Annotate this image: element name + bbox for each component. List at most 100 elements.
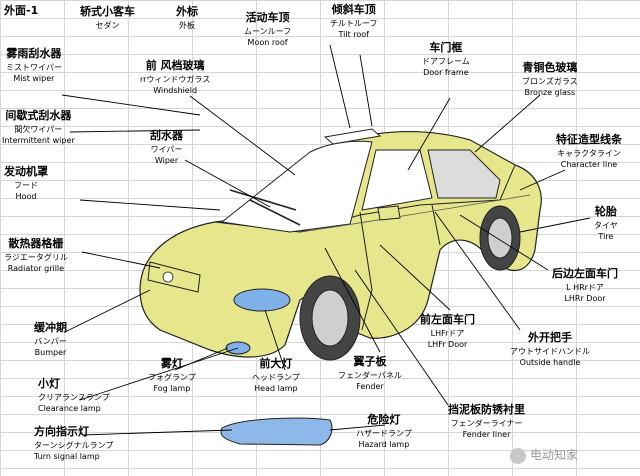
label-hood-ja: フード xyxy=(14,180,38,190)
windshield-glass xyxy=(220,140,373,233)
label-hazard: 危险灯 ハザードランプ Hazard lamp xyxy=(356,413,412,449)
label-tire-en: Tire xyxy=(598,231,614,241)
front-side-window xyxy=(361,149,433,211)
leader-lines xyxy=(61,44,591,436)
label-exterior-ja: 外板 xyxy=(179,20,195,30)
label-bronze-en: Bronze glass xyxy=(524,87,576,97)
label-fender-ja: フェンダーパネル xyxy=(338,370,402,380)
label-intwiper-ja: 間欠ワイパー xyxy=(14,124,63,134)
moon-roof xyxy=(323,128,382,145)
label-tire-zh: 轮胎 xyxy=(594,205,617,218)
label-bumper-zh: 缓冲期 xyxy=(34,321,67,334)
label-frdoor-en: LHFr Door xyxy=(427,339,468,349)
label-tiltroof-ja: チルトルーフ xyxy=(330,18,378,28)
label-doorframe-zh: 车门框 xyxy=(429,41,463,54)
label-fender-en: Fender xyxy=(356,381,384,391)
label-tire-ja: タイヤ xyxy=(594,220,618,230)
label-wiper-ja: ワイパー xyxy=(150,144,183,154)
label-frdoor-zh: 前左面车门 xyxy=(420,313,475,326)
label-bumper-en: Bumper xyxy=(34,347,67,357)
label-bronze: 青铜色玻璃 ブロンズガラス Bronze glass xyxy=(522,61,578,97)
label-fender: 翼子板 フェンダーパネル Fender xyxy=(338,355,402,391)
label-clearance-ja: クリアランスランプ xyxy=(38,392,110,402)
label-bumper-ja: バンパー xyxy=(34,336,67,346)
label-windshield: 前 风档玻璃 rrウィンドウガラス Windshield xyxy=(140,59,211,95)
label-turnsignal: 方向指示灯 ターンシグナルランプ Turn signal lamp xyxy=(34,425,113,461)
label-grille-ja: ラジエータグリル xyxy=(4,252,68,262)
label-doorframe-ja: ドアフレーム xyxy=(422,56,470,66)
label-bumper: 缓冲期 バンパー Bumper xyxy=(34,321,67,357)
label-mistwiper: 雾雨刮水器 ミストワイパー Mist wiper xyxy=(6,47,62,83)
watermark-text: 电动知家 xyxy=(530,448,579,462)
label-frdoor-ja: LHFrドア xyxy=(430,328,465,338)
label-hood-zh: 发动机罩 xyxy=(4,165,48,178)
label-charline-ja: キャラクタライン xyxy=(557,148,621,158)
label-handle: 外开把手 アウトサイドハンドル Outside handle xyxy=(510,331,590,367)
label-rrdoor-ja: L HRrドア xyxy=(566,282,604,292)
label-mistwiper-en: Mist wiper xyxy=(13,73,55,83)
label-mistwiper-zh: 雾雨刮水器 xyxy=(6,47,62,60)
label-hazard-ja: ハザードランプ xyxy=(356,428,412,438)
label-tiltroof-en: Tilt roof xyxy=(338,29,369,39)
label-exterior-zh: 外标 xyxy=(176,5,198,18)
page-title: 外面-1 xyxy=(4,4,39,17)
label-turnsignal-zh: 方向指示灯 xyxy=(34,425,89,438)
grille-shape xyxy=(147,261,201,293)
label-hazard-zh: 危险灯 xyxy=(367,413,401,426)
label-hood-en: Hood xyxy=(15,191,37,201)
label-fenderliner: 挡泥板防锈衬里 フェンダーライナー Fender liner xyxy=(448,403,525,439)
label-charline-zh: 特征造型线条 xyxy=(556,133,622,146)
label-intwiper: 间歇式刮水器 間欠ワイパー Intermittent wiper xyxy=(2,109,75,145)
rear-side-window xyxy=(427,149,501,199)
label-headlamp: 前大灯 ヘッドランプ Head lamp xyxy=(252,357,300,393)
watermark: 电动知家 xyxy=(510,446,578,464)
watermark-logo-icon xyxy=(510,447,526,464)
hazard-lamp-inset xyxy=(220,417,333,446)
label-windshield-en: Windshield xyxy=(153,85,198,95)
label-grille: 散热器格栅 ラジエータグリル Radiator grille xyxy=(4,237,68,273)
label-charline-en: Character line xyxy=(560,159,618,169)
label-rrdoor-en: LHRr Door xyxy=(564,293,606,303)
label-fenderliner-en: Fender liner xyxy=(462,429,511,439)
label-rrdoor-zh: 后边左面车门 xyxy=(552,267,618,280)
label-headlamp-ja: ヘッドランプ xyxy=(252,372,300,382)
label-foglamp-ja: フォグランプ xyxy=(148,372,196,382)
label-clearance: 小灯 クリアランスランプ Clearance lamp xyxy=(38,377,110,413)
headlamp-shape xyxy=(233,288,291,312)
label-tire: 轮胎 タイヤ Tire xyxy=(594,205,618,241)
label-grille-zh: 散热器格栅 xyxy=(8,237,64,250)
label-headlamp-zh: 前大灯 xyxy=(259,357,293,370)
label-foglamp: 雾灯 フォグランプ Fog lamp xyxy=(148,357,196,393)
label-tiltroof-zh: 倾斜车顶 xyxy=(331,3,376,16)
label-foglamp-en: Fog lamp xyxy=(153,383,191,393)
label-turnsignal-en: Turn signal lamp xyxy=(34,451,100,461)
label-handle-ja: アウトサイドハンドル xyxy=(510,346,590,356)
label-handle-en: Outside handle xyxy=(519,357,581,367)
label-moonroof: 活动车顶 ムーンルーフ Moon roof xyxy=(244,11,292,47)
label-frdoor: 前左面车门 LHFrドア LHFr Door xyxy=(420,313,475,349)
label-doorframe: 车门框 ドアフレーム Door frame xyxy=(422,41,470,77)
label-exterior: 外标 外板 xyxy=(176,5,198,30)
label-clearance-en: Clearance lamp xyxy=(38,403,101,413)
label-mistwiper-ja: ミストワイパー xyxy=(6,62,62,72)
label-moonroof-ja: ムーンルーフ xyxy=(244,26,292,36)
label-wiper: 刮水器 ワイパー Wiper xyxy=(150,129,183,165)
label-fender-zh: 翼子板 xyxy=(353,355,387,368)
label-intwiper-en: Intermittent wiper xyxy=(2,135,75,145)
label-windshield-ja: rrウィンドウガラス xyxy=(140,74,211,84)
label-rrdoor: 后边左面车门 L HRrドア LHRr Door xyxy=(552,267,618,303)
label-sedan: 轿式小客车 セダン xyxy=(80,5,135,30)
label-windshield-zh: 前 风档玻璃 xyxy=(145,59,205,72)
label-moonroof-en: Moon roof xyxy=(247,37,288,47)
label-fenderliner-ja: フェンダーライナー xyxy=(450,418,523,428)
label-doorframe-en: Door frame xyxy=(423,67,469,77)
label-wiper-zh: 刮水器 xyxy=(150,129,183,142)
label-bronze-ja: ブロンズガラス xyxy=(522,76,578,86)
label-bronze-zh: 青铜色玻璃 xyxy=(522,61,578,74)
label-charline: 特征造型线条 キャラクタライン Character line xyxy=(556,133,622,169)
label-hood: 发动机罩 フード Hood xyxy=(4,165,48,201)
label-wiper-en: Wiper xyxy=(154,155,179,165)
label-sedan-ja: セダン xyxy=(95,20,120,30)
